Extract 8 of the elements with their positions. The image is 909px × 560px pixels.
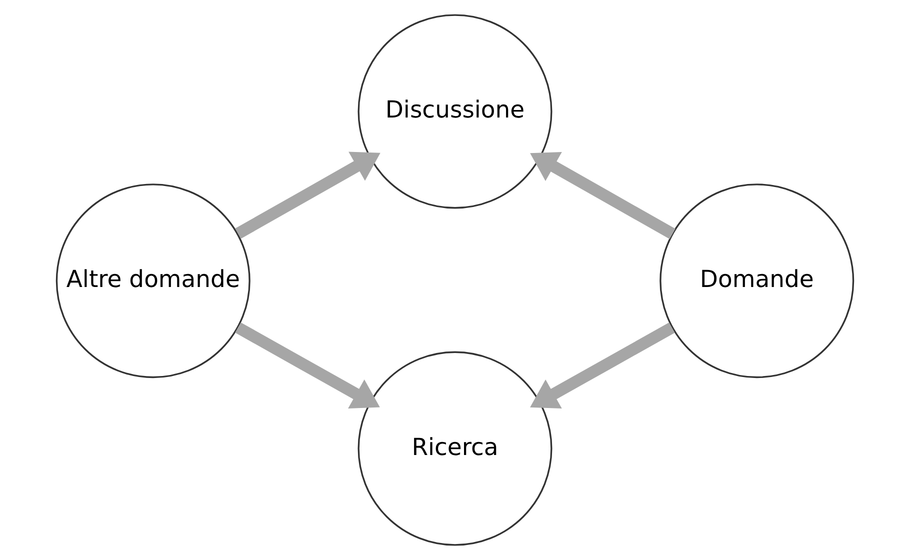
node-circle: Altre domande	[55, 184, 250, 378]
arrow	[234, 322, 380, 409]
arrow	[234, 152, 380, 239]
node-circle: Discussione	[357, 14, 552, 209]
node-circle: Ricerca	[357, 351, 552, 546]
arrow	[530, 152, 675, 240]
arrow	[530, 322, 674, 409]
node-circle: Domande	[659, 184, 854, 378]
